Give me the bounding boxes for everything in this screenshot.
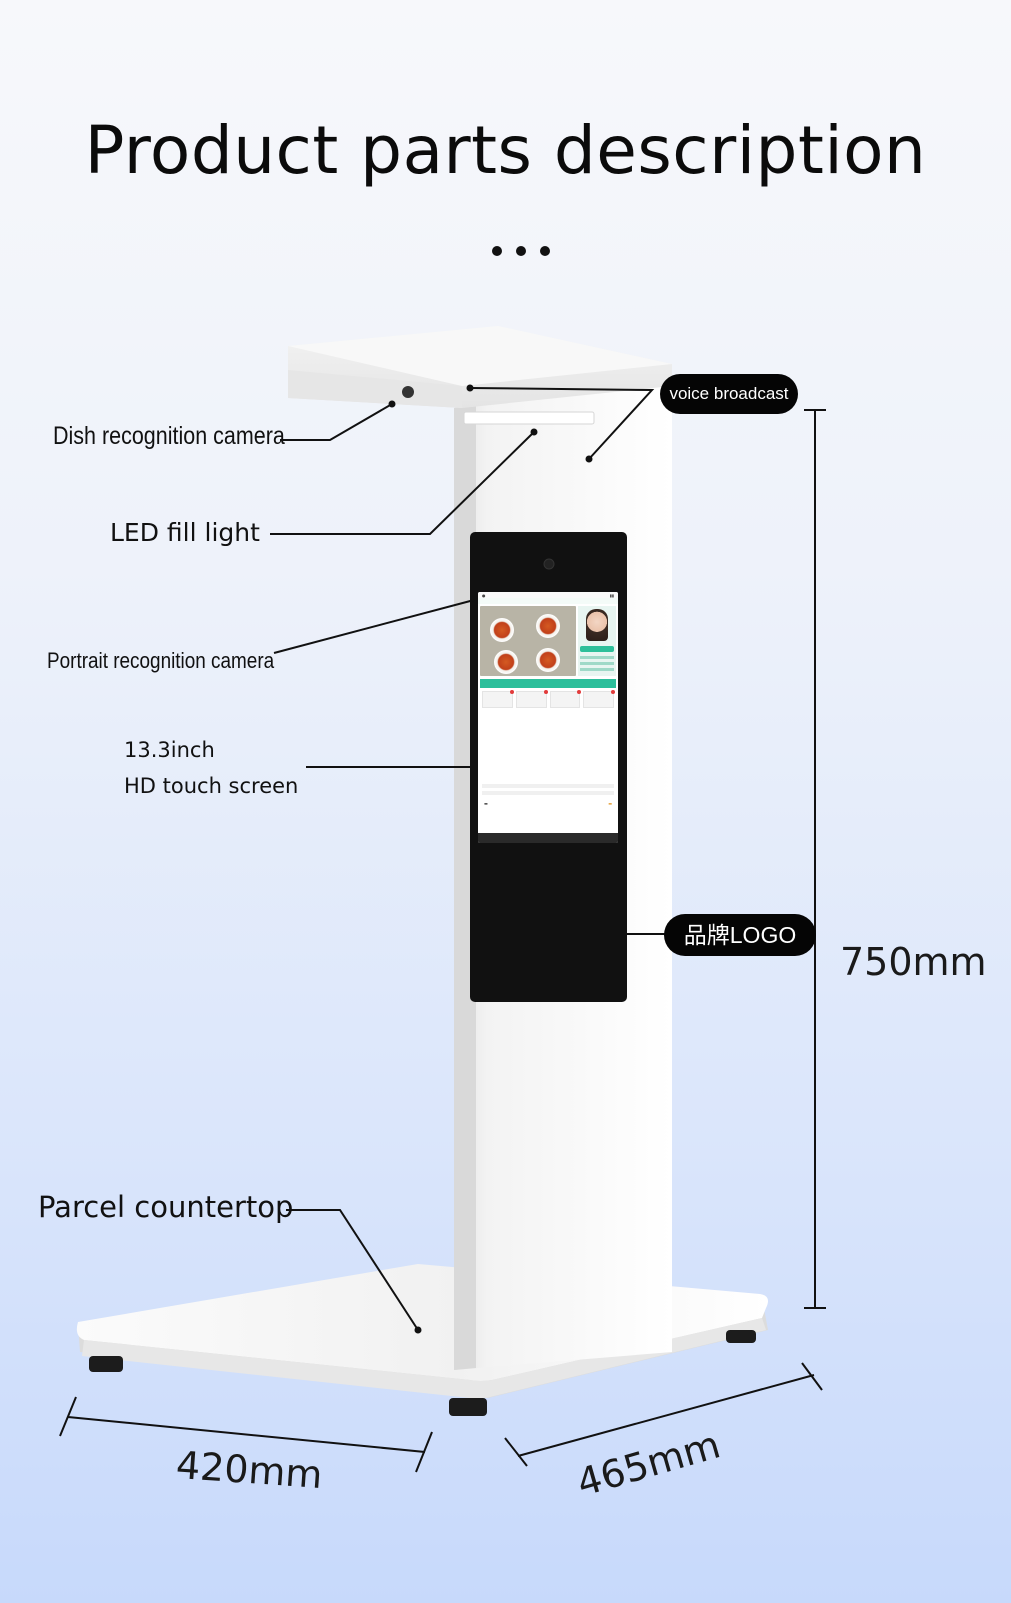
leader-lines [270,387,668,1331]
foot-right [726,1330,756,1343]
food-tray-image [480,606,576,676]
ellipsis-decoration [492,246,552,258]
label-screen-size: 13.3inch [124,738,215,762]
led-strip [463,411,595,425]
label-dish-recognition-camera: Dish recognition camera [53,422,285,450]
label-portrait-recognition-camera: Portrait recognition camera [47,648,275,673]
label-led-fill-light: LED fill light [110,518,260,547]
label-parcel-countertop: Parcel countertop [38,1190,294,1224]
leader-dots [388,384,593,1334]
height-dimension-line [804,409,826,1309]
screen-notice-bar [478,598,618,604]
label-screen-type: HD touch screen [124,774,299,798]
customer-portrait [578,606,616,676]
depth-dimension-line [504,1362,823,1467]
height-dimension-value: 750mm [840,940,987,984]
pill-voice-broadcast: voice broadcast [660,374,798,414]
page-title: Product parts description [84,112,927,189]
screen-item-list [482,690,615,708]
pill-brand-logo: 品牌LOGO [664,914,816,956]
foot-left [89,1356,123,1372]
foot-front [449,1398,487,1416]
screen-totals: ▬▬ [484,801,612,806]
screen-list-header [480,679,616,688]
screen-camera-feed [480,606,616,676]
screen-status-bar: ●▮▮ [478,592,618,598]
screen-summary-rows [478,784,618,795]
portrait-camera-lens [543,558,555,570]
dish-camera-lens [402,386,414,398]
screen-nav-bar [478,833,618,843]
touch-screen-display: ●▮▮ ▬▬ [478,592,618,843]
width-dimension-line [59,1396,433,1473]
head-unit [288,326,672,425]
